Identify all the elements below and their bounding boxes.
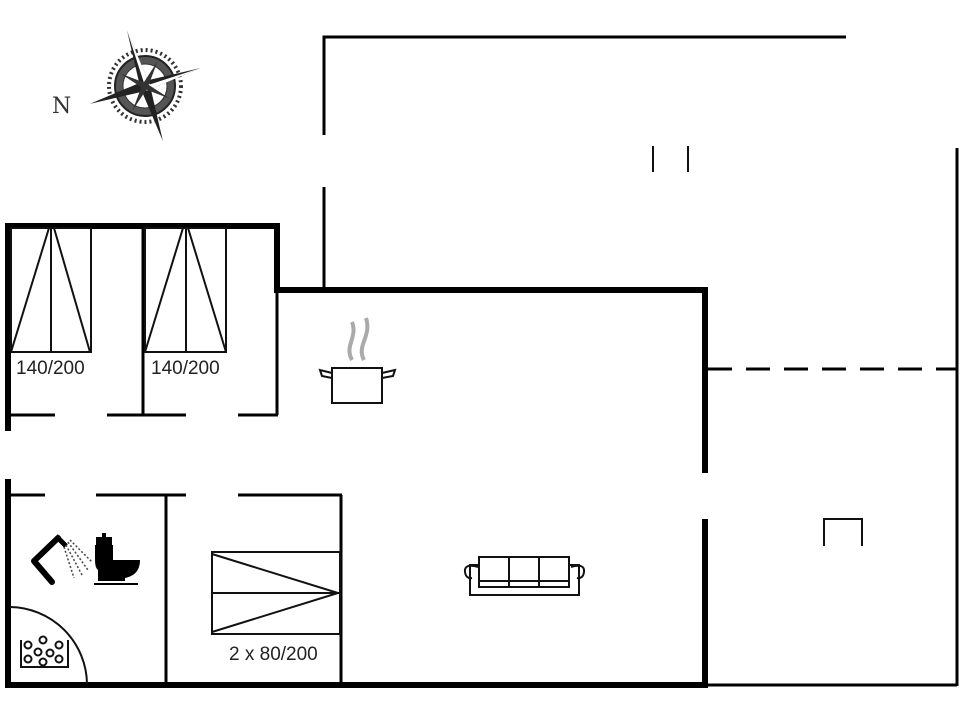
twin-beds-icon <box>211 551 342 635</box>
interior-walls <box>8 226 343 685</box>
sofa-icon <box>463 556 586 596</box>
double-bed-icon <box>144 227 227 353</box>
shower-icon <box>31 534 93 585</box>
compass-rose-icon <box>89 30 201 142</box>
bedroom-2-bed-label: 140/200 <box>151 358 220 379</box>
double-bed-icon <box>10 227 92 353</box>
bedroom-1-bed-label: 140/200 <box>16 358 85 379</box>
bedroom-3-bed-label: 2 x 80/200 <box>229 644 318 665</box>
grill-icon <box>823 518 863 546</box>
sauna-heater-icon <box>20 635 69 668</box>
toilet-icon <box>94 533 140 585</box>
cooking-pot-icon <box>318 317 397 404</box>
terrace-outline <box>322 35 959 687</box>
sauna-door-arc <box>9 606 88 685</box>
exterior-walls <box>5 223 708 688</box>
compass-north-label: N <box>52 94 72 119</box>
